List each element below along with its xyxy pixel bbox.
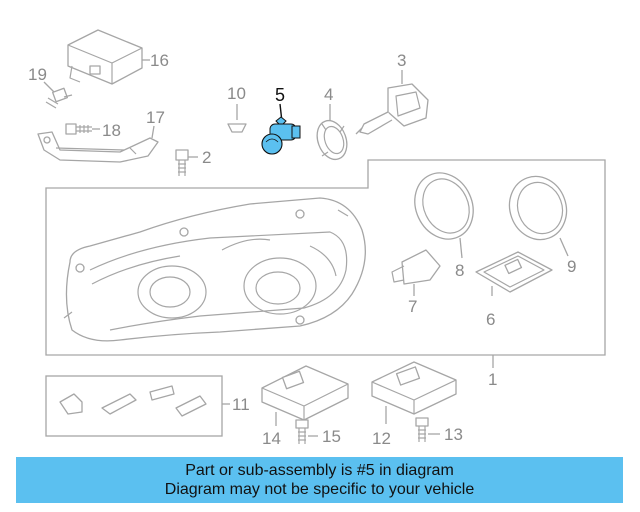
part-8-cap[interactable] bbox=[404, 163, 483, 259]
callout-8: 8 bbox=[455, 261, 464, 280]
part-15-screw[interactable] bbox=[295, 419, 318, 444]
callout-2: 2 bbox=[202, 148, 211, 167]
callout-6: 6 bbox=[486, 310, 495, 329]
callout-11: 11 bbox=[232, 395, 250, 414]
part-5-bulb-highlighted[interactable] bbox=[261, 103, 301, 155]
headlight-housing[interactable] bbox=[63, 197, 366, 342]
callout-5: 5 bbox=[275, 85, 285, 105]
callout-16: 16 bbox=[150, 51, 169, 70]
part-16-module[interactable] bbox=[67, 29, 150, 85]
part-11-bracket-kit[interactable] bbox=[45, 375, 230, 437]
banner-line-1: Part or sub-assembly is #5 in diagram bbox=[185, 462, 454, 479]
assembly-frame bbox=[45, 159, 606, 356]
part-18-bolt[interactable] bbox=[65, 123, 100, 135]
callout-1: 1 bbox=[488, 370, 497, 389]
part-4-socket-ring[interactable] bbox=[312, 104, 352, 164]
part-13-screw[interactable] bbox=[415, 417, 440, 442]
callout-15: 15 bbox=[322, 427, 341, 446]
callout-13: 13 bbox=[444, 425, 463, 444]
parts-diagram: 19 16 18 17 2 10 5 4 3 8 9 7 6 1 11 14 1… bbox=[28, 29, 606, 448]
banner-line-2: Diagram may not be specific to your vehi… bbox=[164, 481, 475, 498]
part-7-socket[interactable] bbox=[391, 249, 441, 296]
callout-12: 12 bbox=[372, 429, 391, 448]
callout-17: 17 bbox=[146, 108, 165, 127]
callout-19: 19 bbox=[28, 65, 47, 84]
part-9-cap[interactable] bbox=[501, 168, 576, 257]
callout-7: 7 bbox=[408, 297, 417, 316]
part-12-control-unit[interactable] bbox=[371, 361, 457, 424]
part-2-screw[interactable] bbox=[175, 149, 198, 176]
callout-3: 3 bbox=[397, 51, 406, 70]
callout-14: 14 bbox=[262, 429, 281, 448]
callout-9: 9 bbox=[567, 257, 576, 276]
part-6-board[interactable] bbox=[475, 251, 553, 296]
part-14-control-unit[interactable] bbox=[261, 365, 349, 426]
callout-4: 4 bbox=[324, 85, 333, 104]
part-17-bracket[interactable] bbox=[37, 125, 159, 163]
part-19-screw[interactable] bbox=[43, 81, 73, 109]
part-3-hid-bulb[interactable] bbox=[355, 70, 429, 135]
disclaimer-banner: Part or sub-assembly is #5 in diagram Di… bbox=[16, 457, 623, 503]
callout-10: 10 bbox=[227, 84, 246, 103]
callout-18: 18 bbox=[102, 121, 121, 140]
part-10-clip[interactable] bbox=[227, 104, 247, 133]
